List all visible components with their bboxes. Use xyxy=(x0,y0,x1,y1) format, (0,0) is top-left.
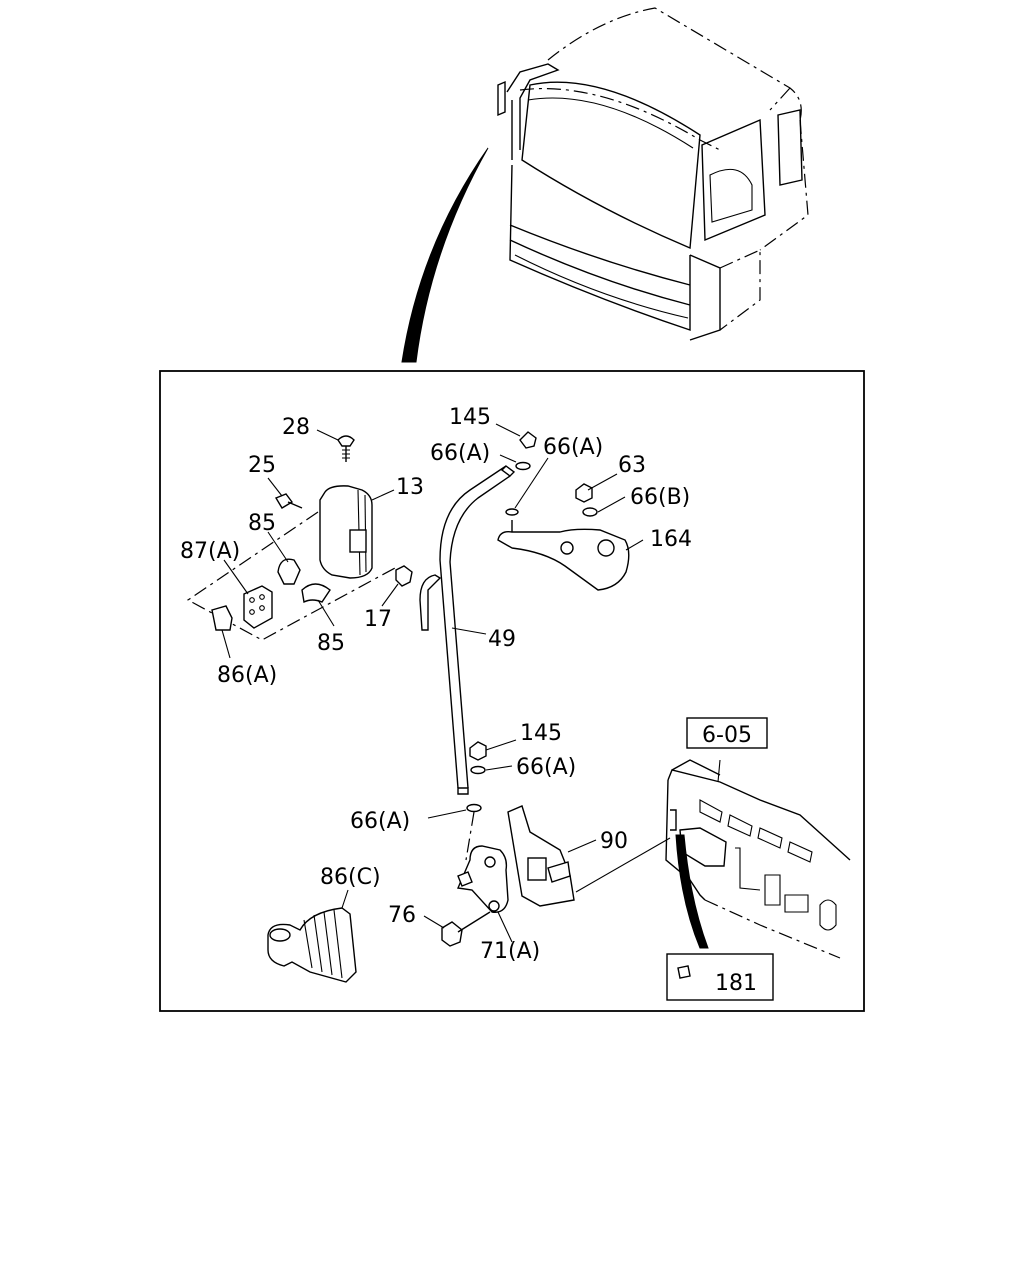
callout-66a-1: 66(A) xyxy=(430,441,490,466)
callout-66b: 66(B) xyxy=(630,485,690,510)
lower-bracket xyxy=(441,741,575,947)
callout-76: 76 xyxy=(388,903,416,928)
callout-63: 63 xyxy=(618,453,646,478)
callout-85-bot: 85 xyxy=(317,631,345,656)
upper-bracket xyxy=(497,431,630,591)
callout-66a-3: 66(A) xyxy=(516,755,576,780)
callout-181: 181 xyxy=(715,971,757,996)
callout-86a: 86(A) xyxy=(217,663,277,688)
leader-lines xyxy=(221,423,721,981)
callout-labels: 145 28 66(A) 66(A) 63 25 13 66(B) 85 164… xyxy=(180,405,692,964)
cab-detail-leader xyxy=(401,147,489,363)
callout-87a: 87(A) xyxy=(180,539,240,564)
callout-164: 164 xyxy=(650,527,692,552)
frame-part-leader xyxy=(675,834,709,949)
detail-frame xyxy=(159,370,865,1012)
callout-13: 13 xyxy=(396,475,424,500)
callout-28: 28 xyxy=(282,415,310,440)
rubber-boot xyxy=(267,907,357,983)
callout-49: 49 xyxy=(488,627,516,652)
callout-145-bot: 145 xyxy=(520,721,562,746)
callout-17: 17 xyxy=(364,607,392,632)
callout-145-top: 145 xyxy=(449,405,491,430)
callout-66a-4: 66(A) xyxy=(350,809,410,834)
callout-66a-2: 66(A) xyxy=(543,435,603,460)
mirror-assembly xyxy=(186,435,413,641)
mirror-stay-rod xyxy=(419,465,516,795)
callout-71a: 71(A) xyxy=(480,939,540,964)
reference-box-6-05: 6-05 xyxy=(686,717,768,749)
callout-85-top: 85 xyxy=(248,511,276,536)
callout-90: 90 xyxy=(600,829,628,854)
truck-cab-illustration xyxy=(497,7,809,341)
callout-25: 25 xyxy=(248,453,276,478)
ref-box-label: 6-05 xyxy=(702,723,752,748)
callout-86c: 86(C) xyxy=(320,865,381,890)
frame-member xyxy=(665,759,851,959)
reference-box-181: 181 xyxy=(666,953,774,1001)
